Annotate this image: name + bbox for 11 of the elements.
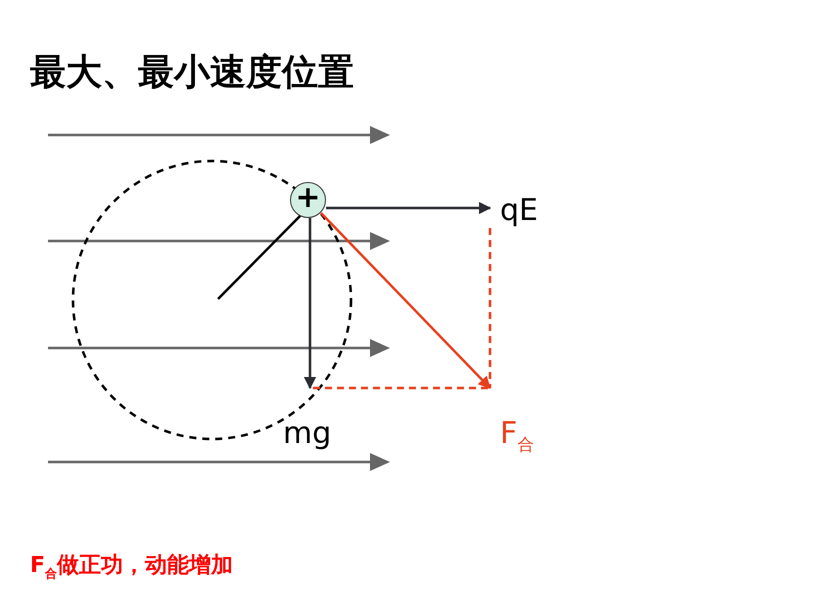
dashed-line — [488, 228, 492, 388]
dashed-line — [313, 386, 490, 390]
title: 最大、最小速度位置 — [30, 51, 354, 95]
force-label: mg — [283, 417, 332, 450]
force-arrow — [320, 212, 491, 389]
charge-circle: + — [290, 182, 326, 218]
force-label: qE — [500, 194, 538, 226]
note-text: F$_{合}$做正功，动能增加 — [30, 552, 234, 582]
force-arrow — [326, 202, 492, 214]
force-arrow — [304, 218, 316, 390]
force-label: F$_{合}$ — [500, 416, 534, 454]
